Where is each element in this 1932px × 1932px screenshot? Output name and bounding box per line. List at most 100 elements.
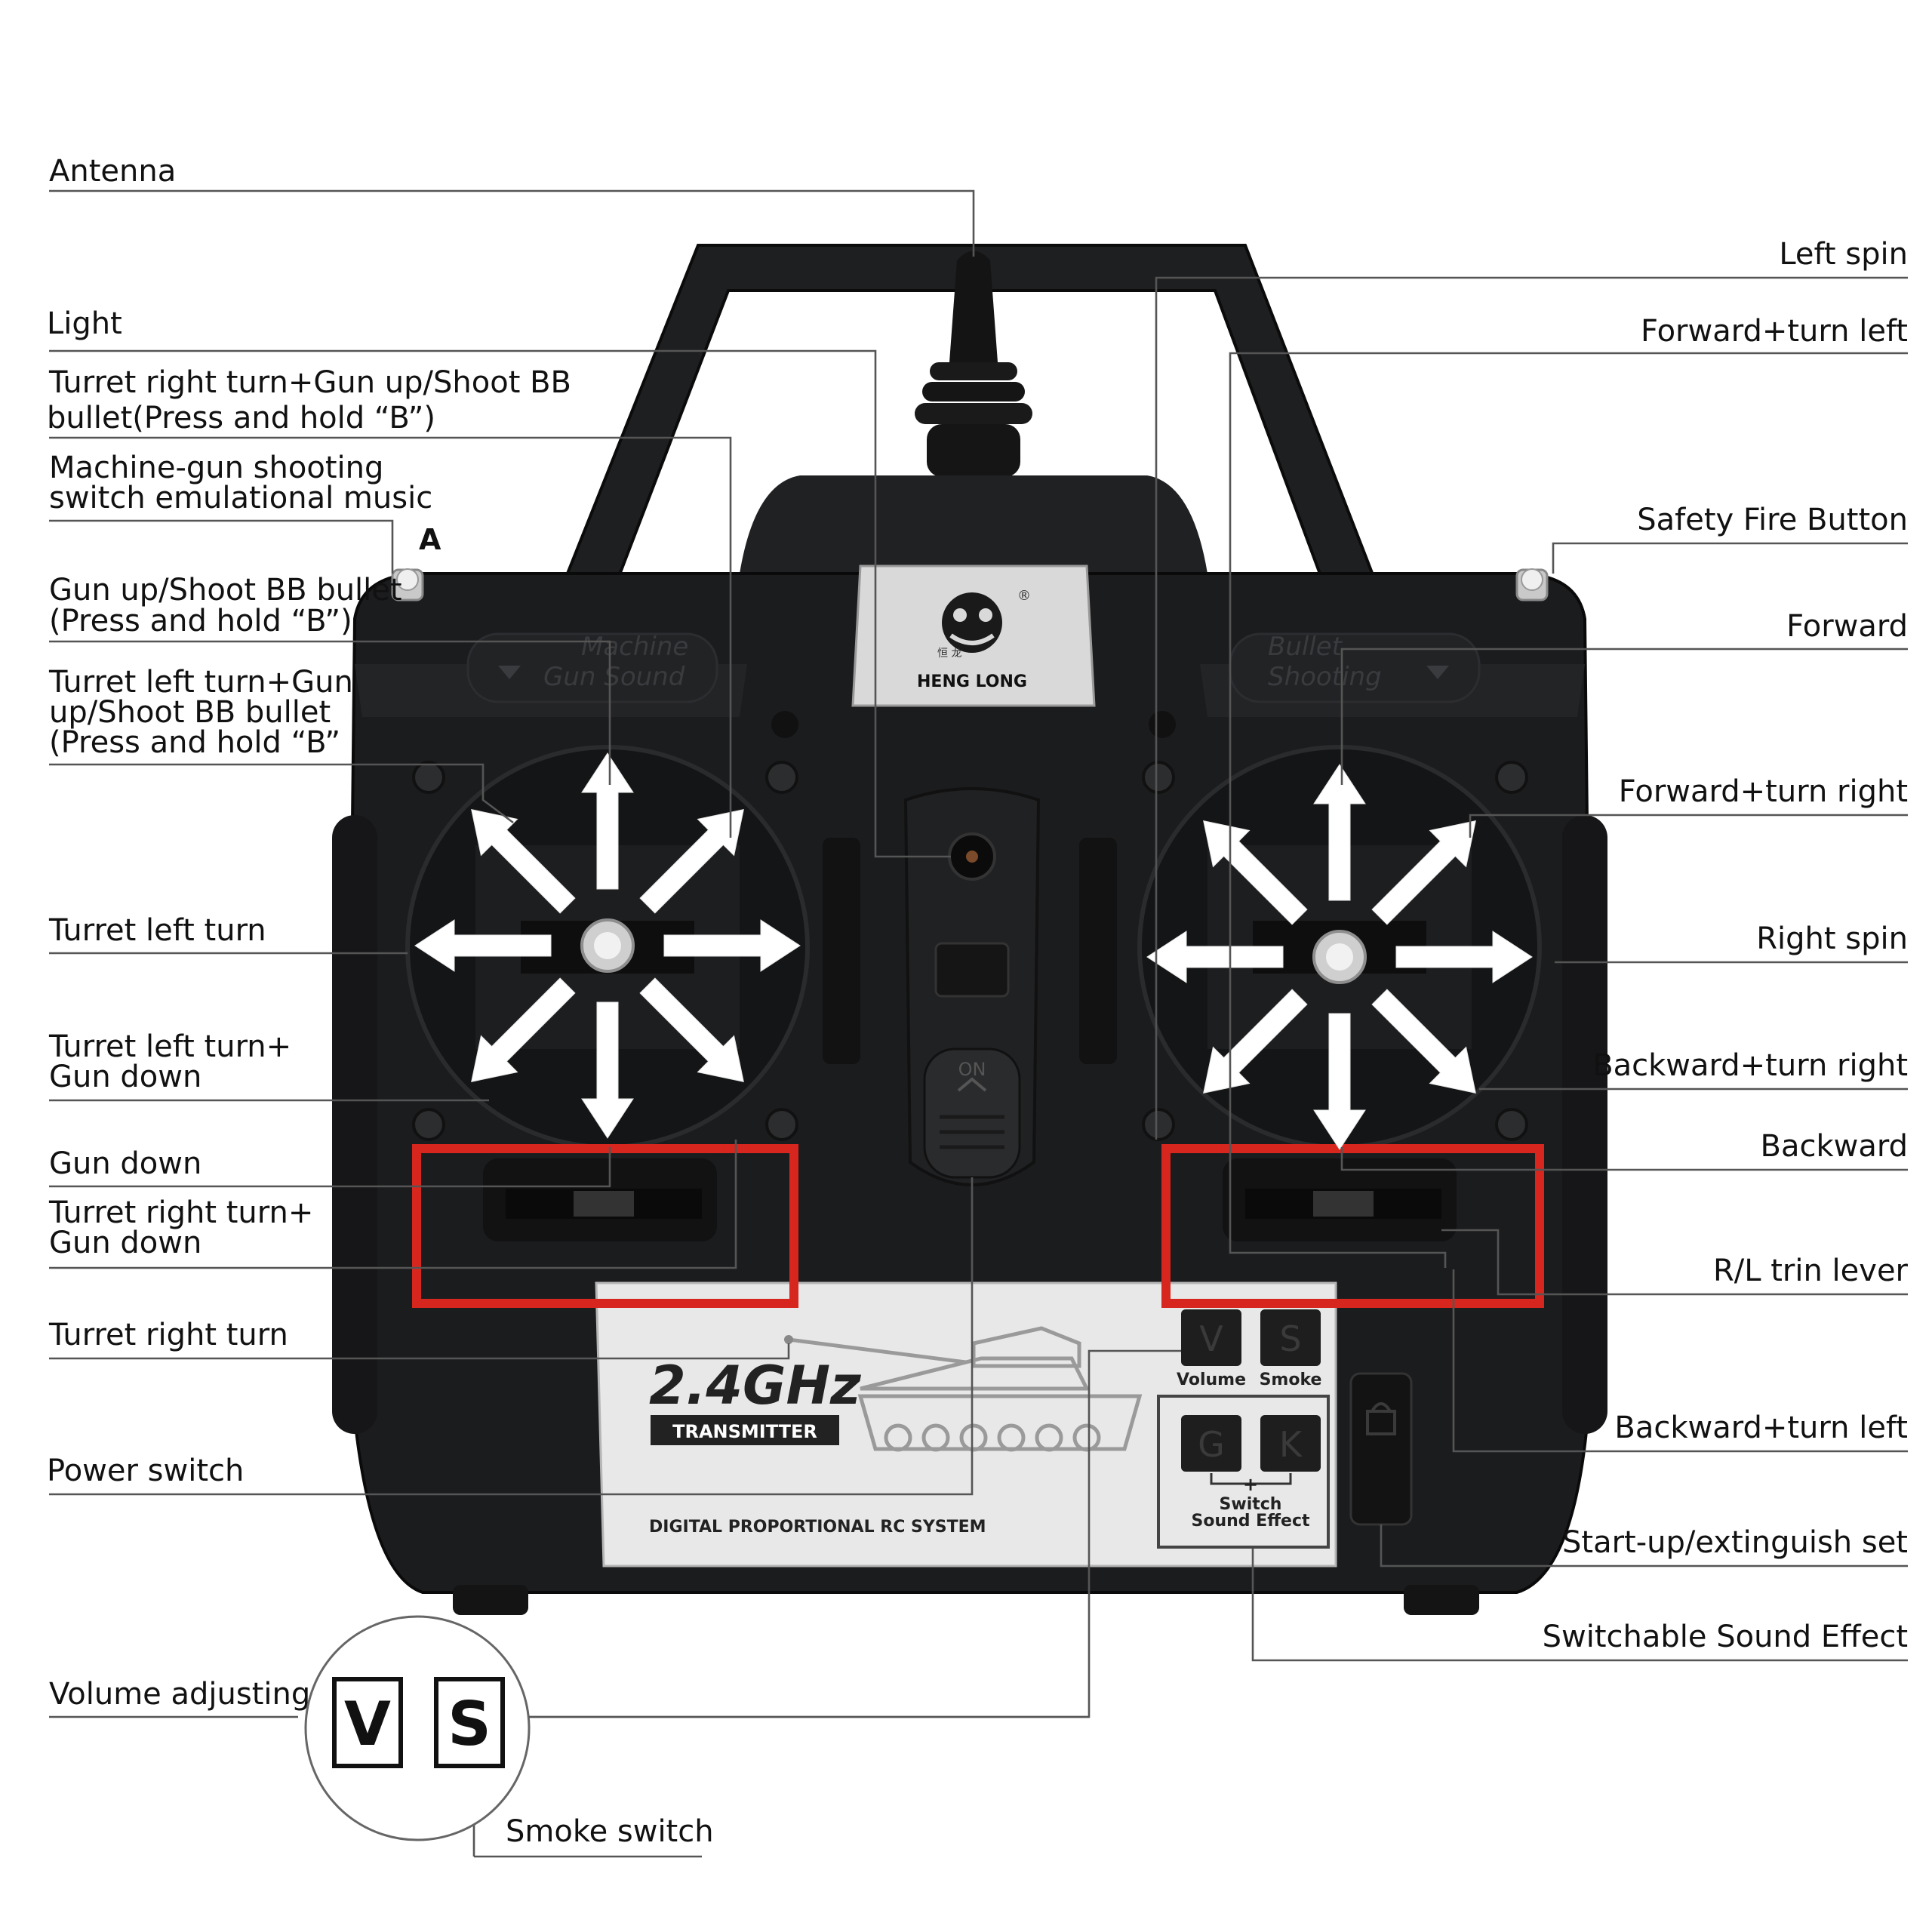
- label-rl-trim-lever: R/L trin lever: [1713, 1254, 1909, 1288]
- label-turret-left-gun-up-3: (Press and hold “B”: [49, 725, 340, 760]
- left-trim-lever[interactable]: [483, 1158, 717, 1241]
- btn-g: G: [1198, 1424, 1225, 1465]
- label-machine-gun-2: switch emulational music: [49, 481, 432, 515]
- safety-fire-button[interactable]: [1515, 568, 1549, 601]
- direction-arrow-icon: [414, 919, 552, 972]
- label-turret-left-gun-down-1: Turret left turn+: [48, 1029, 291, 1064]
- label-turret-right-gun-down-2: Gun down: [49, 1226, 202, 1260]
- label-startup-extinguish: Start-up/extinguish set: [1562, 1525, 1908, 1560]
- lock-icon: [1366, 1402, 1396, 1435]
- inset-s-letter: S: [448, 1689, 491, 1759]
- btn-k: K: [1279, 1424, 1303, 1465]
- direction-arrow-icon: [1371, 989, 1476, 1094]
- btn-v: V: [1199, 1318, 1223, 1359]
- tank-icon: [788, 1326, 1143, 1452]
- direction-arrow-icon: [663, 919, 801, 972]
- label-backward-turn-right: Backward+turn right: [1592, 1048, 1908, 1083]
- label-turret-left-gun-down-2: Gun down: [49, 1060, 202, 1094]
- label-turret-right-gun-down-1: Turret right turn+: [48, 1195, 313, 1230]
- inset-s-key: [434, 1677, 505, 1768]
- emboss-bullet: Bullet: [1268, 632, 1343, 662]
- brand-plate: ® 恒 龙 HENG LONG: [851, 565, 1096, 707]
- label-switchable-sound: Switchable Sound Effect: [1543, 1620, 1908, 1654]
- label-turret-right-gun-up-2: bullet(Press and hold “B”): [47, 401, 435, 435]
- info-panel: 2.4GHz TRANSMITTER DIGITAL PROPORTIONAL …: [595, 1281, 1337, 1567]
- direction-arrow-icon: [639, 977, 744, 1082]
- label-turret-left-gun-up-2: up/Shoot BB bullet: [49, 695, 331, 730]
- label-forward-turn-left: Forward+turn left: [1641, 314, 1908, 349]
- direction-arrow-icon: [639, 809, 744, 914]
- btn-s: S: [1279, 1318, 1301, 1359]
- registered-mark: ®: [1017, 588, 1031, 604]
- label-turret-left-gun-up-1: Turret left turn+Gun: [48, 665, 353, 700]
- inset-v-key: [332, 1677, 403, 1768]
- sound-g-button[interactable]: G: [1181, 1415, 1241, 1472]
- screws: [412, 761, 1528, 1141]
- label-smoke-switch: Smoke switch: [506, 1814, 714, 1849]
- label-gun-up-1: Gun up/Shoot BB bullet: [49, 573, 402, 608]
- switch-caption-1: Switch: [1220, 1495, 1282, 1514]
- direction-arrow-icon: [471, 809, 576, 914]
- label-gun-down: Gun down: [49, 1146, 202, 1181]
- direction-arrow-icon: [581, 752, 634, 890]
- system-label: DIGITAL PROPORTIONAL RC SYSTEM: [649, 1518, 986, 1537]
- label-antenna: Antenna: [49, 154, 176, 189]
- direction-arrow-icon: [1313, 764, 1366, 901]
- label-forward: Forward: [1786, 609, 1908, 644]
- sound-k-button[interactable]: K: [1260, 1415, 1321, 1472]
- frequency-label: 2.4GHz: [649, 1355, 862, 1417]
- label-turret-left-turn: Turret left turn: [48, 913, 266, 948]
- power-on-label: ON: [958, 1059, 986, 1080]
- label-backward: Backward: [1761, 1129, 1908, 1164]
- label-light: Light: [47, 306, 122, 341]
- switch-a-letter: A: [419, 523, 441, 556]
- power-switch[interactable]: ON: [923, 1048, 1021, 1179]
- switch-caption-2: Sound Effect: [1191, 1512, 1310, 1531]
- smoke-button[interactable]: S: [1260, 1309, 1321, 1366]
- brand-name: HENG LONG: [917, 672, 1027, 691]
- right-labels: Left spin Forward+turn left Safety Fire …: [1543, 237, 1909, 1654]
- emboss-gun-sound: Gun Sound: [543, 662, 685, 692]
- direction-arrow-icon: [1146, 931, 1284, 983]
- plus-sign: +: [1243, 1474, 1258, 1495]
- direction-arrow-icon: [471, 977, 576, 1082]
- heng-long-dragon-logo: [942, 592, 1002, 653]
- direction-arrow-icon: [1371, 820, 1476, 925]
- label-machine-gun-1: Machine-gun shooting: [49, 451, 383, 485]
- volume-caption: Volume: [1177, 1371, 1246, 1389]
- label-safety-fire-button: Safety Fire Button: [1637, 503, 1908, 537]
- transmitter-label: TRANSMITTER: [672, 1421, 817, 1442]
- inset-v-letter: V: [344, 1689, 391, 1759]
- machine-gun-toggle-switch[interactable]: [391, 568, 424, 601]
- antenna-icon: [915, 251, 1032, 477]
- startup-button[interactable]: [1349, 1372, 1413, 1526]
- left-trim-highlight: [412, 1144, 798, 1308]
- direction-arrow-icon: [1313, 1013, 1366, 1150]
- emboss-machine: Machine: [581, 632, 688, 662]
- smoke-caption: Smoke: [1260, 1371, 1322, 1389]
- left-labels: Antenna Light Turret right turn+Gun up/S…: [47, 154, 714, 1849]
- direction-arrow-icon: [1395, 931, 1533, 983]
- label-turret-right-turn: Turret right turn: [48, 1318, 288, 1352]
- label-backward-turn-left: Backward+turn left: [1614, 1411, 1908, 1445]
- emboss-shooting: Shooting: [1268, 662, 1382, 692]
- transmitter-body: Machine Gun Sound Bullet Shooting A ® 恒: [332, 244, 1607, 1615]
- volume-button[interactable]: V: [1181, 1309, 1241, 1366]
- label-volume-adjusting: Volume adjusting: [49, 1677, 310, 1712]
- right-trim-lever[interactable]: [1223, 1158, 1457, 1241]
- direction-arrow-icon: [581, 1001, 634, 1139]
- center-column: ON: [903, 787, 1041, 1186]
- label-forward-turn-right: Forward+turn right: [1619, 774, 1908, 809]
- left-label-underlines: [49, 1715, 702, 1858]
- direction-arrows: [414, 752, 1533, 1150]
- label-left-spin: Left spin: [1779, 237, 1908, 272]
- right-trim-highlight: [1161, 1144, 1544, 1308]
- vs-inset: V S: [304, 1615, 1089, 1841]
- label-gun-up-2: (Press and hold “B”): [49, 604, 352, 638]
- brand-chinese: 恒 龙: [937, 648, 961, 660]
- label-right-spin: Right spin: [1756, 921, 1908, 956]
- leader-lines: [49, 189, 1908, 1857]
- label-turret-right-gun-up-1: Turret right turn+Gun up/Shoot BB: [48, 365, 571, 400]
- label-power-switch: Power switch: [47, 1454, 244, 1488]
